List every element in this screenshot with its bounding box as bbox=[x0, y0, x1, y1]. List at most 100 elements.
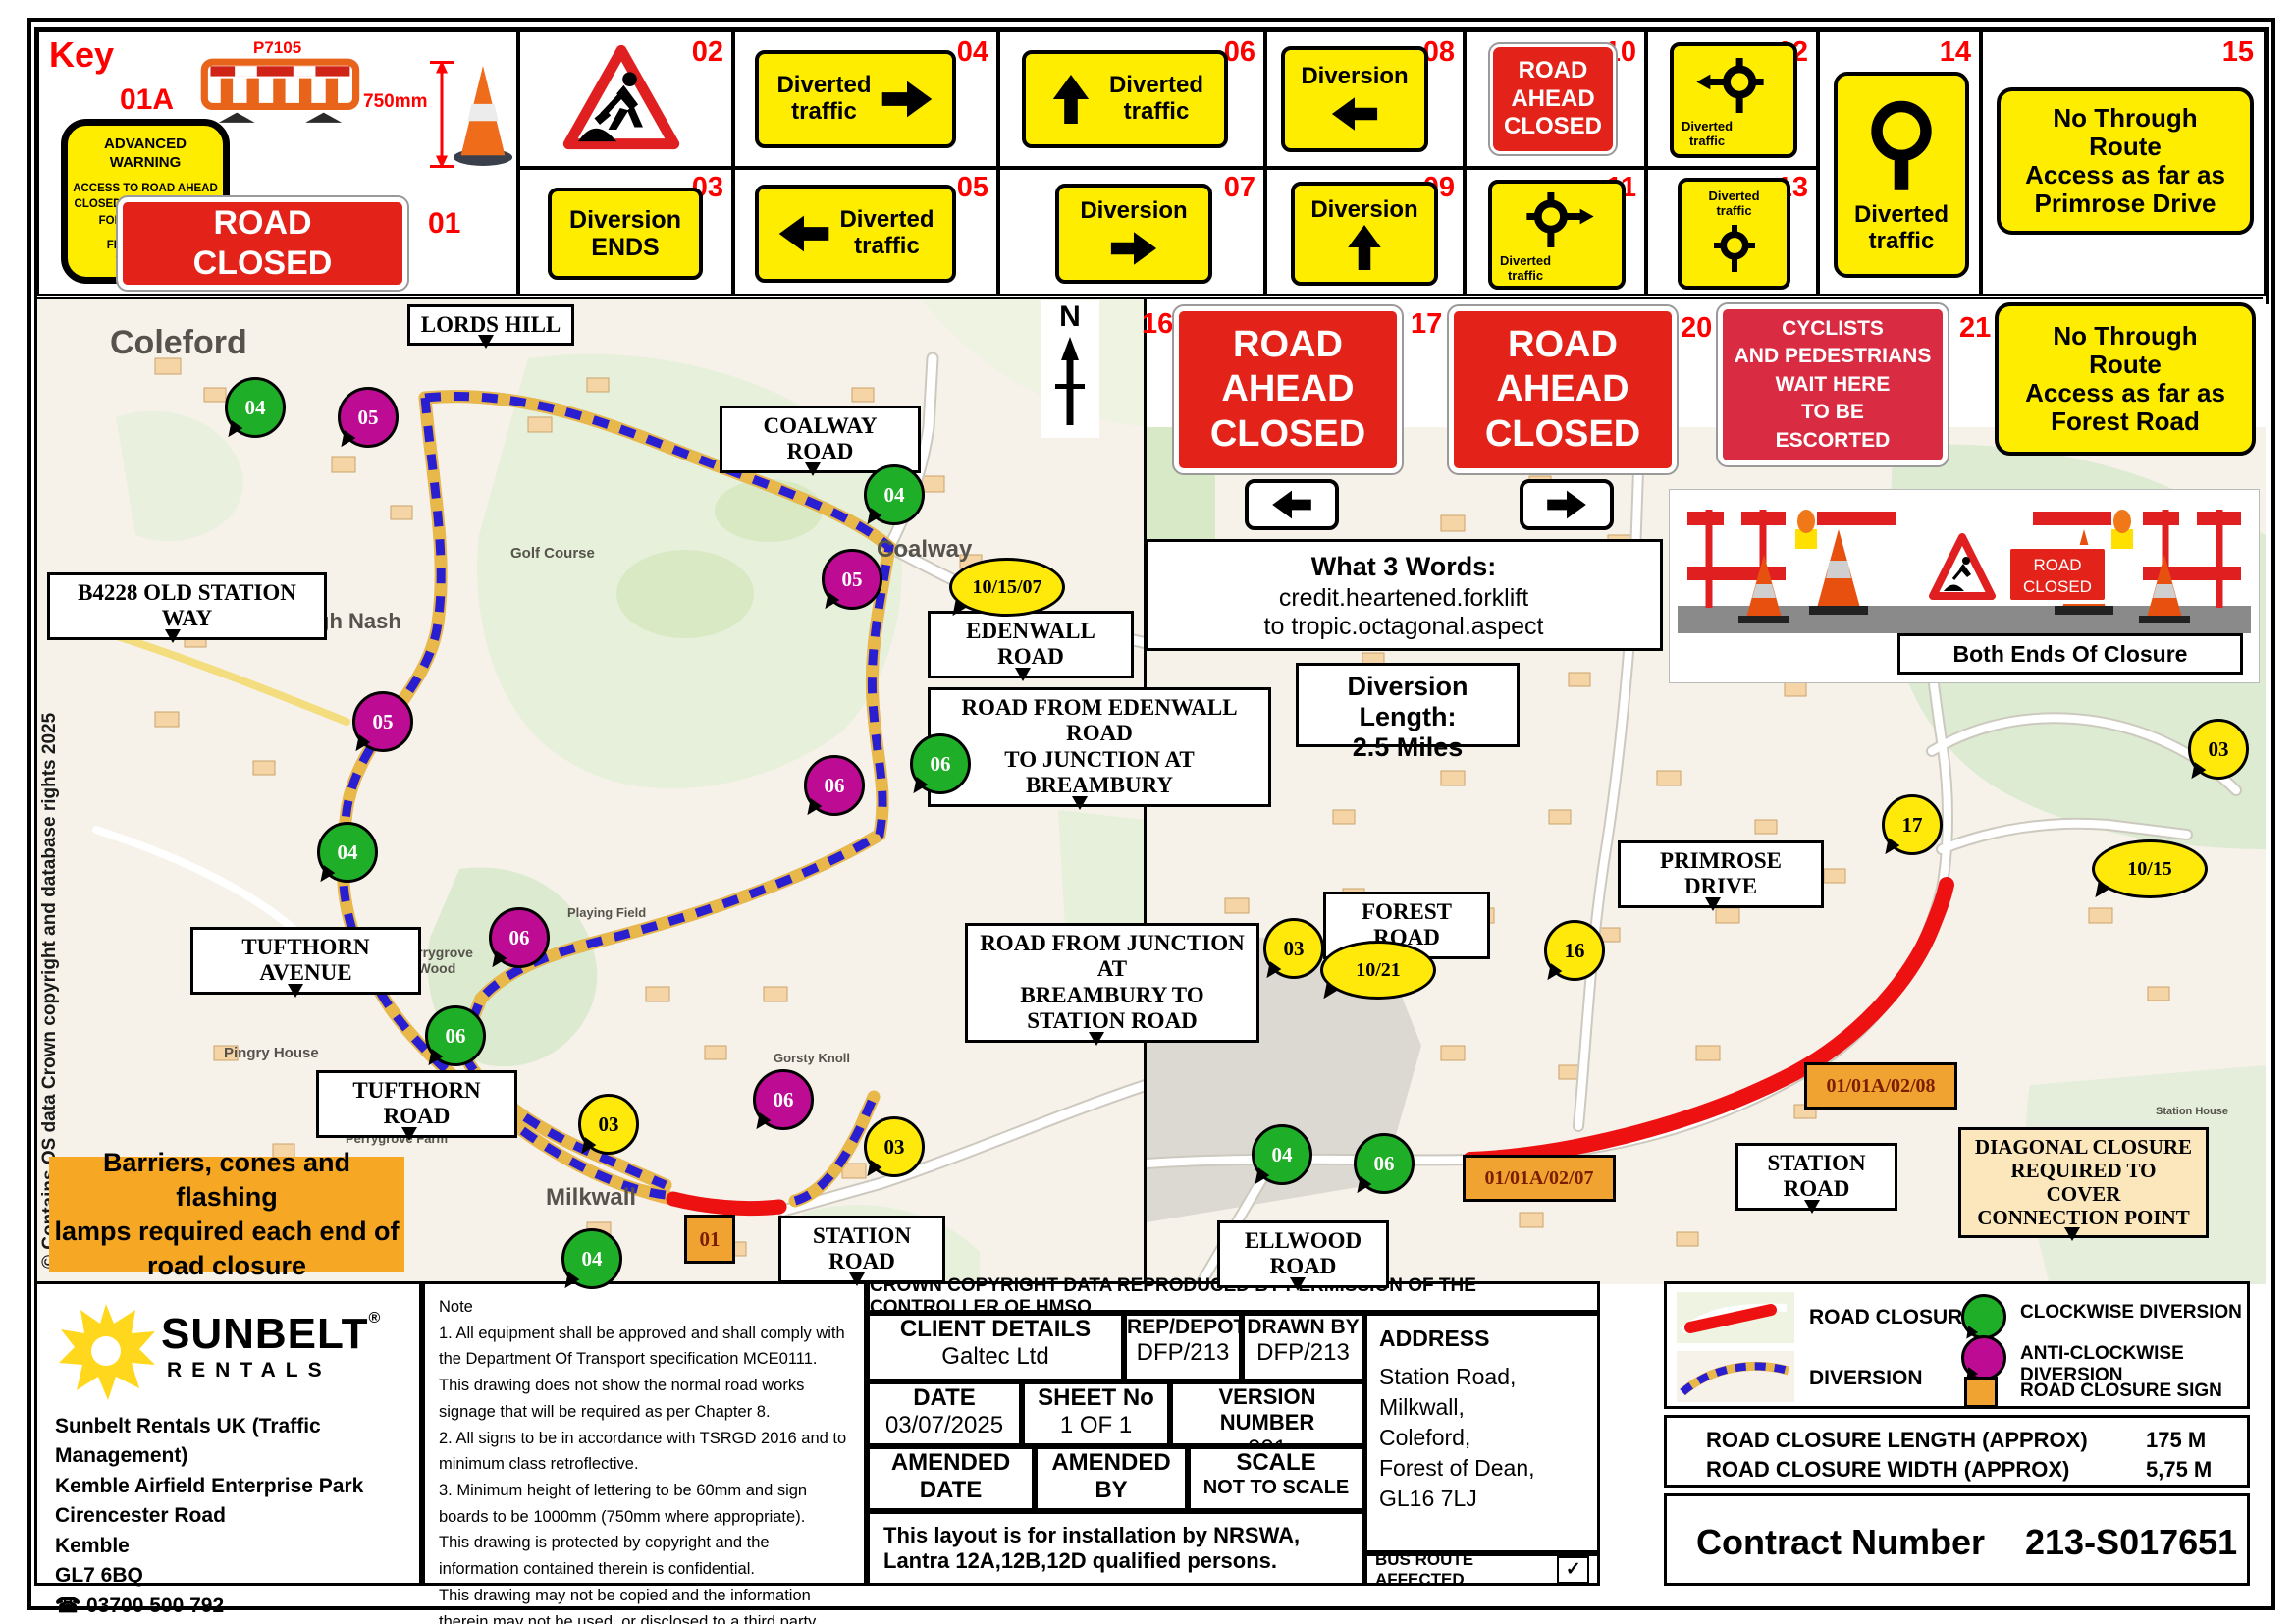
key-cell-11: 11 Diverted traffic bbox=[1465, 168, 1646, 296]
arrow-left-icon bbox=[1331, 97, 1378, 132]
arrow-plate-right bbox=[1520, 479, 1614, 530]
cone-height-label: 750mm bbox=[363, 91, 428, 112]
key-cell-04: 04 Diverted traffic bbox=[733, 30, 998, 168]
road-callout: LORDS HILL bbox=[407, 304, 574, 350]
road-callout: ELLWOOD ROAD bbox=[1217, 1220, 1389, 1291]
key-cell-08: 08 Diversion bbox=[1265, 30, 1465, 168]
diversion-marker: 16 bbox=[1544, 920, 1605, 981]
no-through-route-forest-sign: No Through Route Access as far as Forest… bbox=[1995, 302, 2256, 456]
map-label: Pingry House bbox=[224, 1045, 319, 1061]
north-compass: N bbox=[1041, 300, 1099, 438]
road-callout: COALWAY ROAD bbox=[720, 406, 921, 476]
closure-illustration: ROAD CLOSED Both Ends Of Closure bbox=[1669, 489, 2260, 683]
road-callout: EDENWALL ROAD bbox=[928, 611, 1134, 681]
amended-by-cell: AMENDED BY bbox=[1035, 1446, 1188, 1511]
diversion-marker: 04 bbox=[864, 464, 925, 525]
legend-diversion: DIVERSION bbox=[1809, 1367, 1923, 1389]
diverted-traffic-ahead-sign: Diverted traffic bbox=[1022, 50, 1228, 148]
road-ahead-closed-17: ROAD AHEAD CLOSED bbox=[1447, 304, 1679, 475]
rep-depot-cell: REP/DEPOT DFP/213 bbox=[1124, 1313, 1246, 1381]
key-cell-03: 03 Diversion ENDS bbox=[518, 168, 733, 296]
page-border bbox=[27, 18, 2275, 1610]
diversion-marker: 06 bbox=[753, 1069, 814, 1130]
roundabout-icon bbox=[1713, 224, 1755, 272]
address-cell: ADDRESS Station Road, Milkwall, Coleford… bbox=[1364, 1313, 1600, 1553]
diverted-traffic-roundabout-right-sign: Diverted traffic bbox=[1488, 180, 1626, 290]
diversion-marker: 03 bbox=[2188, 719, 2249, 780]
closure-illustration-art: ROAD CLOSED bbox=[1678, 510, 2251, 633]
road-callout: DIAGONAL CLOSURE REQUIRED TO COVER CONNE… bbox=[1958, 1127, 2209, 1241]
legend-clockwise: CLOCKWISE DIVERSION bbox=[2020, 1302, 2242, 1323]
diversion-marker: 10/15/07 bbox=[949, 558, 1065, 617]
bus-route-checkbox: ✓ bbox=[1557, 1555, 1589, 1584]
diversion-marker: 17 bbox=[1882, 794, 1943, 855]
key-cell-06: 06 Diverted traffic bbox=[998, 30, 1265, 168]
closure-sign-marker: 01/01A/02/08 bbox=[1804, 1062, 1957, 1110]
key-title: Key bbox=[49, 34, 115, 75]
key-num-01a: 01A bbox=[120, 83, 175, 116]
no-through-route-primrose-sign: No Through Route Access as far as Primro… bbox=[1997, 87, 2254, 235]
diversion-marker: 10/21 bbox=[1320, 941, 1436, 1000]
note-cell: Note 1. All equipment shall be approved … bbox=[422, 1281, 867, 1624]
closure-caption: Both Ends Of Closure bbox=[1897, 633, 2243, 675]
map-label: Golf Course bbox=[510, 545, 595, 562]
brand-name: SUNBELT® bbox=[161, 1310, 382, 1358]
client-value: Galtec Ltd bbox=[941, 1343, 1049, 1370]
diversion-marker: 06 bbox=[910, 733, 971, 794]
key-cell-main: Key 01A ADVANCED WARNING ACCESS TO ROAD … bbox=[37, 30, 518, 296]
diverted-traffic-left-sign: Diverted traffic bbox=[755, 185, 956, 283]
road-closure-legend-icon bbox=[1677, 1292, 1794, 1343]
diversion-marker: 05 bbox=[338, 387, 399, 448]
amended-date-cell: AMENDED DATE bbox=[867, 1446, 1035, 1511]
num-21: 21 bbox=[1959, 312, 1992, 344]
road-ahead-closed-16: ROAD AHEAD CLOSED bbox=[1172, 304, 1404, 475]
bus-route-cell: BUS ROUTE AFFECTED ✓ bbox=[1364, 1550, 1600, 1589]
diversion-marker: 03 bbox=[1263, 918, 1324, 979]
map-label: Coleford bbox=[110, 324, 247, 361]
road-callout: B4228 OLD STATION WAY bbox=[47, 572, 327, 643]
diverted-traffic-loop-sign: Diverted traffic bbox=[1834, 72, 1969, 278]
legend-closure-sign: ROAD CLOSURE SIGN bbox=[2020, 1380, 2222, 1401]
barriers-note-box: Barriers, cones and flashing lamps requi… bbox=[49, 1148, 404, 1280]
arrow-right-icon bbox=[1110, 232, 1157, 266]
diversion-ends-sign: Diversion ENDS bbox=[548, 188, 703, 280]
road-callout: TUFTHORN ROAD bbox=[316, 1070, 517, 1141]
version-cell: VERSION NUMBER 001 bbox=[1170, 1381, 1364, 1462]
what3words-box: What 3 Words: credit.heartened.forklift … bbox=[1145, 539, 1663, 651]
contract-label: Contract Number bbox=[1696, 1522, 1986, 1562]
installer-note: This layout is for installation by NRSWA… bbox=[883, 1523, 1301, 1573]
scale-value: NOT TO SCALE bbox=[1202, 1477, 1350, 1498]
closure-width-value: 5,75 M bbox=[2146, 1457, 2213, 1482]
closure-width-label: ROAD CLOSURE WIDTH (APPROX) bbox=[1706, 1457, 2070, 1482]
diversion-ahead-sign: Diversion bbox=[1291, 182, 1438, 286]
road-callout: ROAD FROM JUNCTION AT BREAMBURY TO STATI… bbox=[965, 923, 1259, 1046]
key-band: Key 01A ADVANCED WARNING ACCESS TO ROAD … bbox=[34, 27, 2269, 304]
note-text: Note 1. All equipment shall be approved … bbox=[439, 1298, 847, 1624]
arrow-up-icon bbox=[1052, 75, 1090, 124]
barrier-icon bbox=[200, 58, 360, 123]
closure-sign-marker: 01/01A/02/07 bbox=[1463, 1155, 1616, 1202]
roundabout-icon bbox=[1526, 192, 1594, 248]
num-20: 20 bbox=[1681, 312, 1713, 344]
diverted-traffic-roundabout-sign: Diverted traffic bbox=[1678, 178, 1790, 290]
scale-cell: SCALE NOT TO SCALE bbox=[1188, 1446, 1364, 1511]
company-cell: SUNBELT® RENTALS Sunbelt Rentals UK (Tra… bbox=[34, 1281, 422, 1617]
diversion-marker: 05 bbox=[352, 691, 413, 752]
arrow-right-icon bbox=[1547, 490, 1586, 519]
company-address: Sunbelt Rentals UK (Traffic Management) … bbox=[55, 1415, 364, 1617]
diversion-marker: 04 bbox=[317, 822, 378, 883]
w3w-to: to tropic.octagonal.aspect bbox=[1263, 613, 1544, 640]
key-num-08: 08 bbox=[1422, 36, 1455, 68]
road-closure-sign-icon bbox=[1964, 1377, 1998, 1408]
arrow-up-icon bbox=[1348, 225, 1381, 271]
sheet-value: 1 OF 1 bbox=[1059, 1412, 1133, 1438]
legend-cell: ROAD CLOSURE DIVERSION CLOCKWISE DIVERSI… bbox=[1664, 1281, 2250, 1409]
key-num-05: 05 bbox=[956, 172, 988, 203]
w3w-title: What 3 Words: bbox=[1310, 552, 1497, 581]
svg-text:CLOSED: CLOSED bbox=[2023, 577, 2092, 596]
key-num-01: 01 bbox=[428, 207, 461, 240]
key-cell-10: 10 ROAD AHEAD CLOSED bbox=[1465, 30, 1646, 168]
num-17: 17 bbox=[1411, 308, 1443, 340]
diversion-marker: 05 bbox=[822, 549, 882, 610]
